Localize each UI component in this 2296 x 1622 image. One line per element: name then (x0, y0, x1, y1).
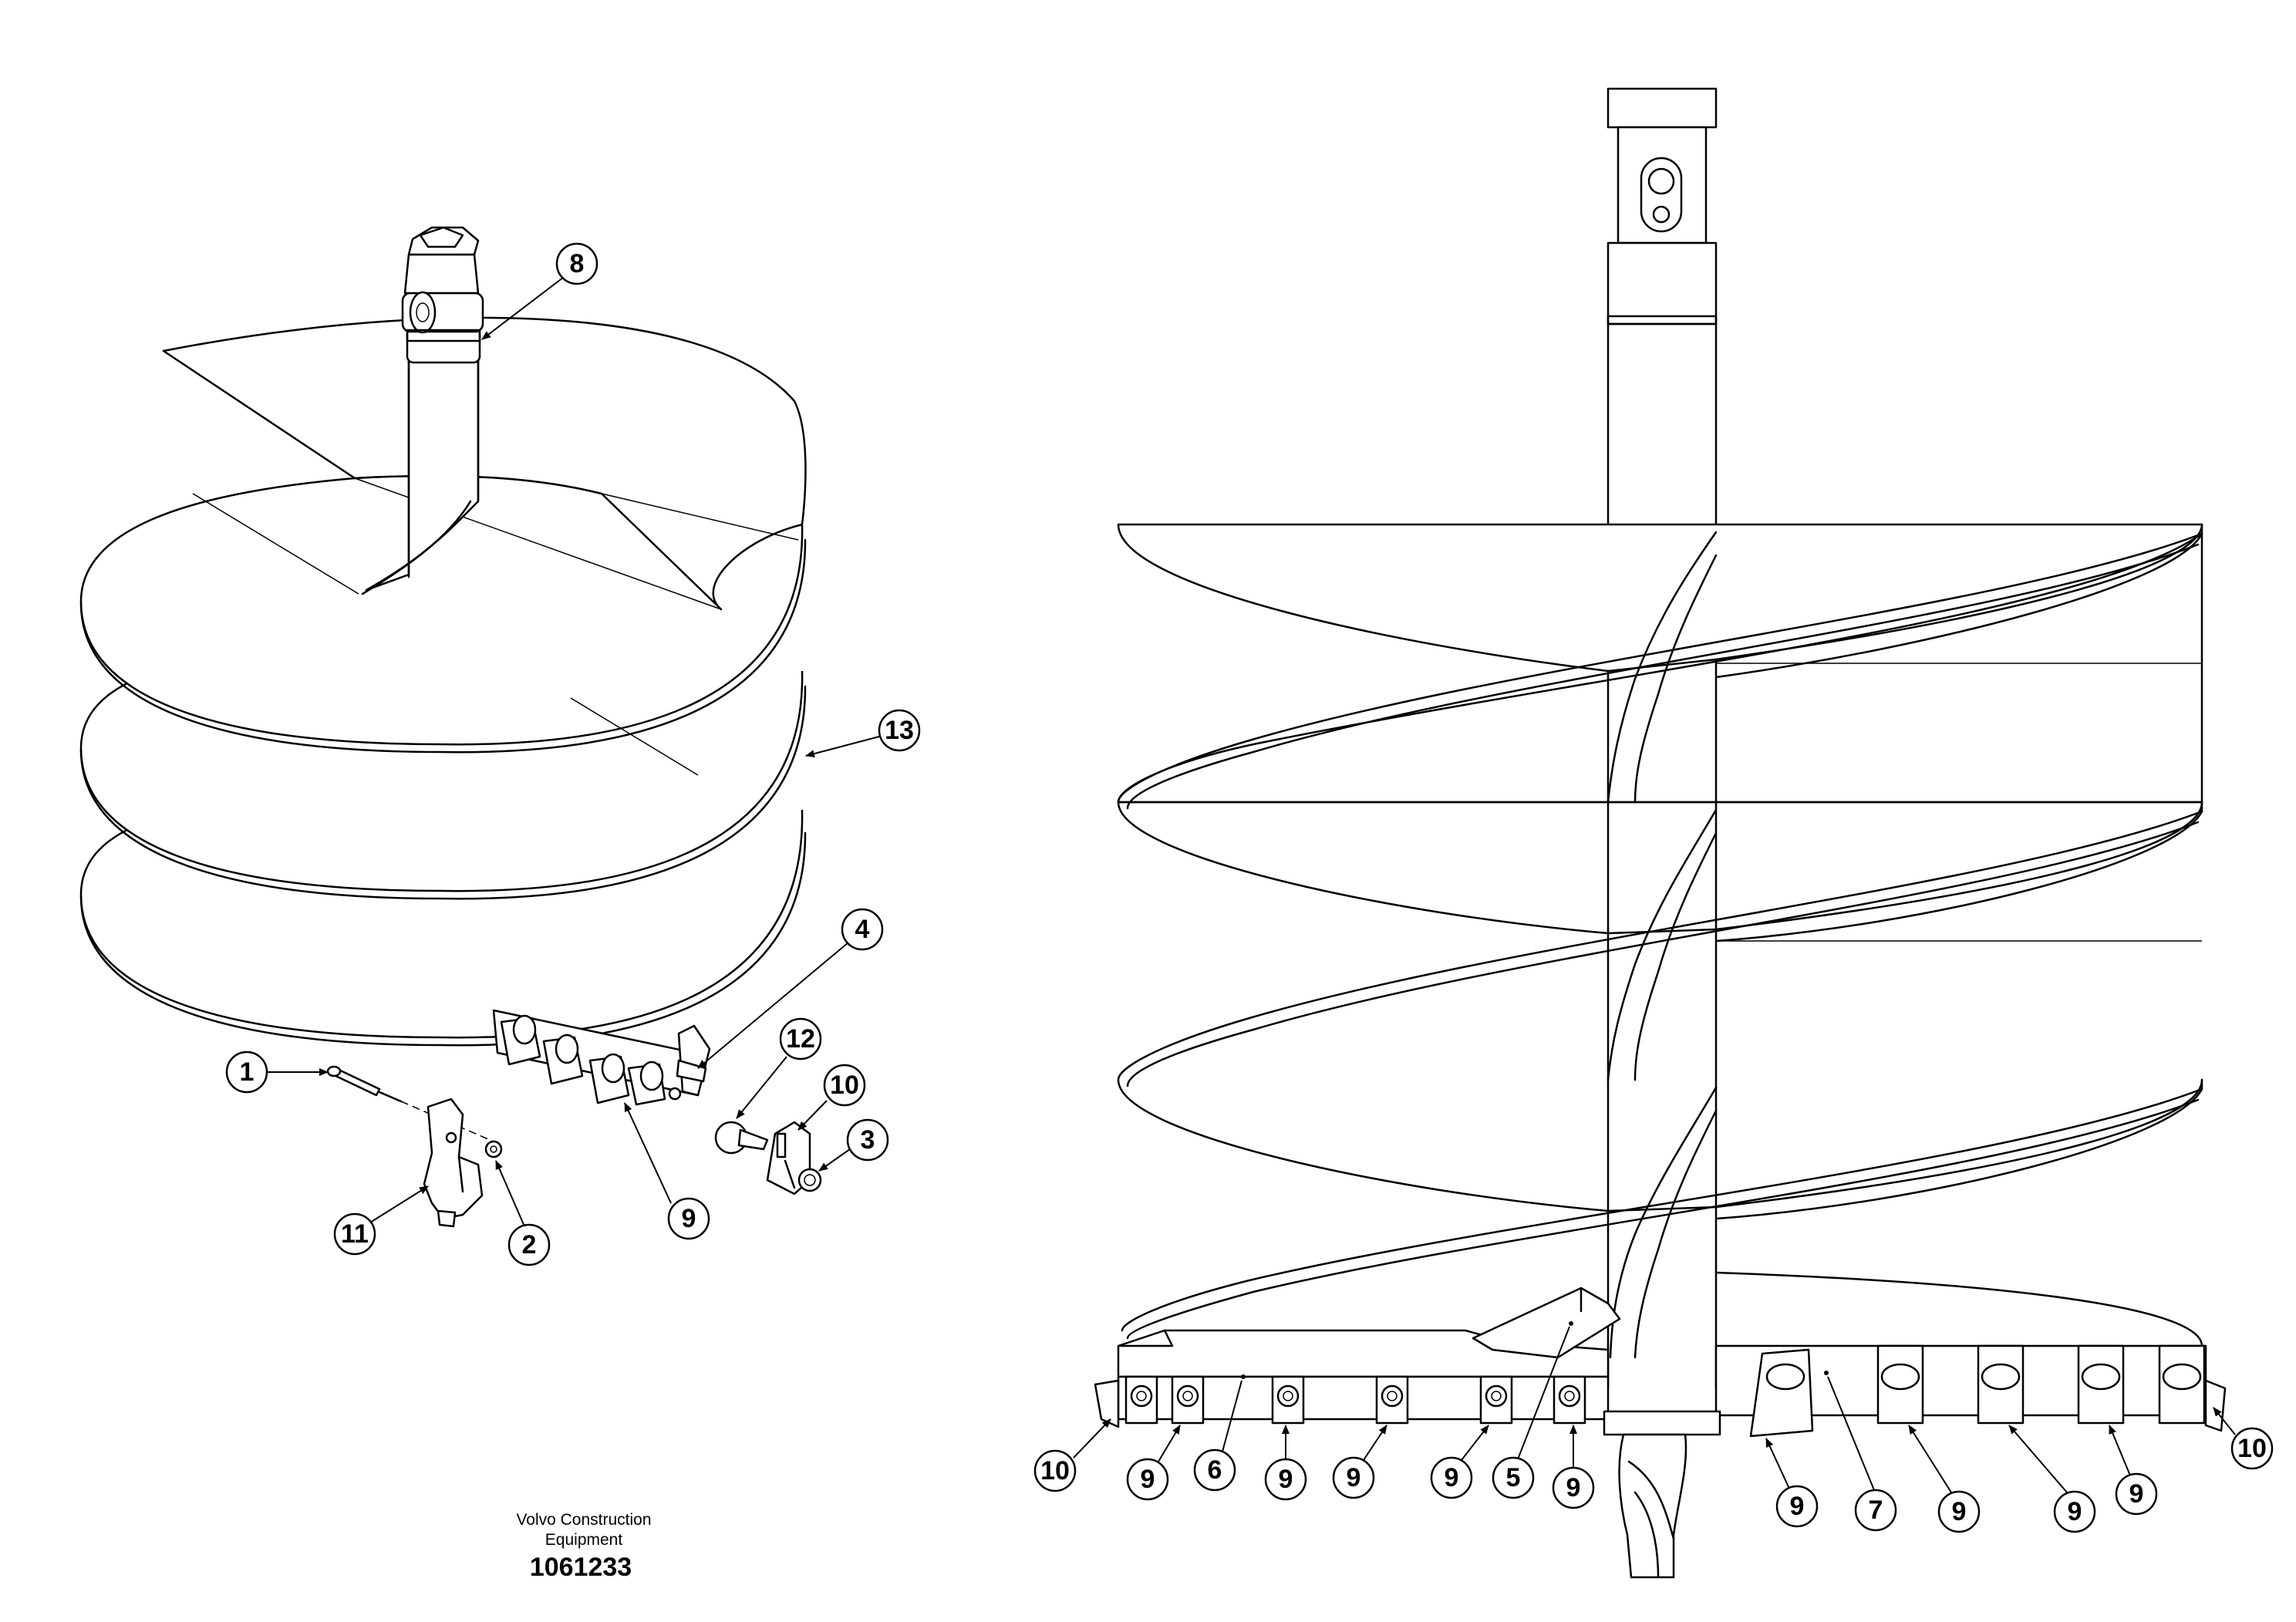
left-cutter-head (492, 1009, 711, 1106)
svg-text:10: 10 (1040, 1456, 1070, 1485)
callout-9-b: 9 (1264, 1458, 1307, 1501)
svg-text:3: 3 (861, 1125, 875, 1155)
right-tooth (1271, 1375, 1305, 1425)
svg-text:9: 9 (1279, 1465, 1293, 1494)
callout-6: 6 (1193, 1448, 1236, 1492)
left-tooth (542, 1034, 584, 1085)
right-cutter-bar-left (1094, 1286, 1621, 1428)
svg-text:11: 11 (341, 1219, 369, 1249)
svg-text:1: 1 (240, 1057, 255, 1087)
right-drive-head (1607, 87, 1718, 325)
right-tooth-angled (1749, 1348, 1814, 1438)
callout-9: 9 (667, 1197, 710, 1240)
svg-text:9: 9 (1566, 1473, 1581, 1502)
callout-5: 5 (1492, 1456, 1535, 1499)
left-tooth (500, 1014, 541, 1066)
callout-11: 11 (333, 1212, 376, 1256)
svg-text:9: 9 (1347, 1463, 1361, 1492)
callout-9-e: 9 (1552, 1466, 1595, 1509)
svg-text:9: 9 (1445, 1463, 1459, 1492)
callout-1: 1 (225, 1050, 268, 1094)
left-exploded-parts (326, 1065, 822, 1228)
right-auger-view (1094, 87, 2227, 1579)
tooth-pin-part (714, 1121, 769, 1155)
callout-9-g: 9 (1937, 1490, 1981, 1533)
callout-12: 12 (779, 1017, 822, 1061)
callout-9-d: 9 (1430, 1456, 1473, 1499)
left-flighting (79, 316, 807, 1047)
right-tooth (1876, 1344, 1924, 1425)
tooth-nut-part (797, 1168, 822, 1192)
right-flighting (1117, 523, 2203, 1347)
callout-10-right-view-right: 10 (2230, 1427, 2274, 1470)
manufacturer-line2: Equipment (545, 1531, 623, 1549)
right-callouts: 10 9 6 9 9 9 5 9 9 7 9 9 9 (1033, 1321, 2274, 1533)
svg-text:9: 9 (682, 1204, 696, 1233)
svg-text:5: 5 (1506, 1463, 1521, 1492)
svg-text:2: 2 (522, 1230, 537, 1259)
left-drive-head (401, 226, 484, 364)
right-tooth (1977, 1344, 2025, 1425)
right-tooth (1375, 1375, 1409, 1425)
callout-8: 8 (555, 242, 598, 285)
svg-text:10: 10 (830, 1071, 859, 1100)
left-callouts: 8 13 4 12 10 3 9 1 11 2 (225, 242, 921, 1266)
right-tooth (1171, 1375, 1205, 1425)
callout-2: 2 (507, 1223, 551, 1266)
svg-text:12: 12 (786, 1024, 815, 1054)
left-shaft (361, 357, 480, 595)
callout-10: 10 (823, 1064, 866, 1107)
callout-9-i: 9 (2115, 1472, 2158, 1516)
svg-text:9: 9 (2129, 1479, 2144, 1509)
right-tooth (2077, 1344, 2125, 1425)
svg-text:9: 9 (2068, 1497, 2082, 1526)
nut-part (484, 1140, 503, 1158)
right-tooth (1124, 1375, 1158, 1425)
svg-text:4: 4 (855, 915, 870, 944)
left-tooth (627, 1061, 666, 1106)
right-cutter-bar-right (1714, 1344, 2227, 1438)
svg-text:10: 10 (2237, 1434, 2267, 1463)
title-block: Volvo Construction Equipment 1061233 (516, 1511, 651, 1582)
svg-text:6: 6 (1208, 1455, 1222, 1485)
right-tooth (2158, 1344, 2206, 1425)
callout-3: 3 (846, 1118, 889, 1162)
svg-text:9: 9 (1141, 1465, 1155, 1494)
right-tooth (1553, 1375, 1586, 1425)
right-pilot-bit (1603, 1410, 1721, 1579)
callout-13: 13 (878, 709, 921, 752)
callout-7: 7 (1854, 1489, 1897, 1532)
callout-4: 4 (841, 908, 884, 951)
part-number: 1061233 (530, 1553, 632, 1582)
svg-text:9: 9 (1790, 1492, 1805, 1521)
callout-9-f: 9 (1775, 1485, 1819, 1528)
manufacturer-line1: Volvo Construction (516, 1511, 651, 1529)
callout-9-c: 9 (1332, 1456, 1375, 1499)
svg-text:7: 7 (1869, 1496, 1883, 1525)
pilot-bit-part (423, 1098, 484, 1228)
svg-text:9: 9 (1952, 1497, 1967, 1526)
left-tooth (588, 1053, 630, 1104)
svg-text:13: 13 (885, 716, 914, 745)
right-tooth (1479, 1375, 1513, 1425)
callout-9-a: 9 (1126, 1458, 1169, 1501)
right-shaft (1607, 322, 1718, 1390)
left-auger-view (79, 226, 822, 1228)
callout-10-right-view-left: 10 (1033, 1449, 1077, 1492)
callout-9-h: 9 (2053, 1490, 2096, 1533)
pin-part (326, 1065, 494, 1142)
svg-text:8: 8 (570, 249, 585, 278)
